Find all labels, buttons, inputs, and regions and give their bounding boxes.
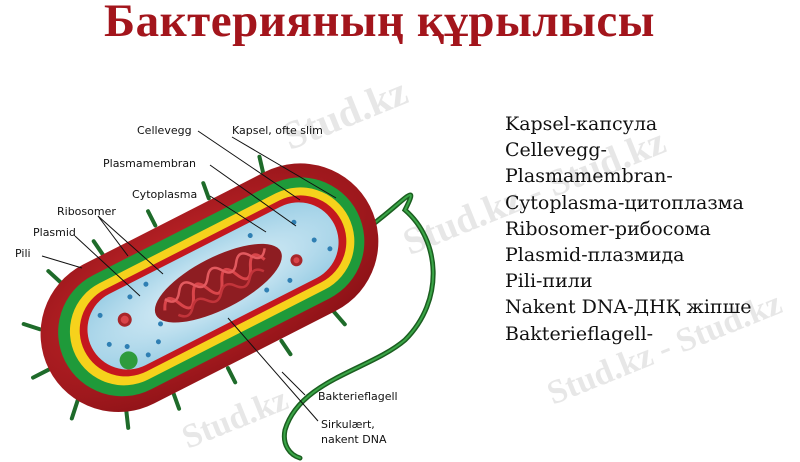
legend-item: Plasmid-плазмида	[505, 244, 685, 267]
legend-item: Plasmamembran-	[505, 165, 673, 188]
label-dna-line1: Sirkulært,	[321, 418, 375, 431]
page-title: Бактерияның құрылысы	[104, 0, 655, 47]
label-dna-line2: nakent DNA	[321, 433, 387, 446]
legend-item: Ribosomer-рибосома	[505, 217, 711, 240]
legend-item: Cellevegg-	[505, 139, 607, 162]
plasmid	[117, 254, 303, 327]
legend-item: Pili-пили	[505, 270, 593, 293]
legend-item: Nakent DNA-ДНҚ жіпше	[505, 296, 752, 319]
label-plasmid: Plasmid	[33, 226, 76, 239]
granule	[119, 351, 138, 370]
label-kapsel: Kapsel, ofte slim	[232, 124, 323, 137]
label-plasmamembran: Plasmamembran	[103, 157, 196, 170]
leader-lines	[41, 130, 337, 422]
label-cytoplasma: Cytoplasma	[132, 188, 197, 201]
ribosomes	[97, 219, 333, 358]
legend-list: Kapsel-капсула Cellevegg- Plasmamembran-…	[505, 111, 752, 347]
pili	[21, 154, 347, 430]
legend-item: Cytoplasma-цитоплазма	[505, 191, 744, 214]
nucleoid-dna	[154, 243, 282, 323]
label-cellevegg: Cellevegg	[137, 124, 192, 137]
legend-item: Kapsel-капсула	[505, 113, 658, 135]
label-ribosomer: Ribosomer	[57, 205, 116, 218]
label-bakterieflagell: Bakterieflagell	[318, 390, 398, 403]
legend-item: Bakterieflagell-	[505, 322, 654, 345]
label-pili: Pili	[15, 247, 31, 260]
